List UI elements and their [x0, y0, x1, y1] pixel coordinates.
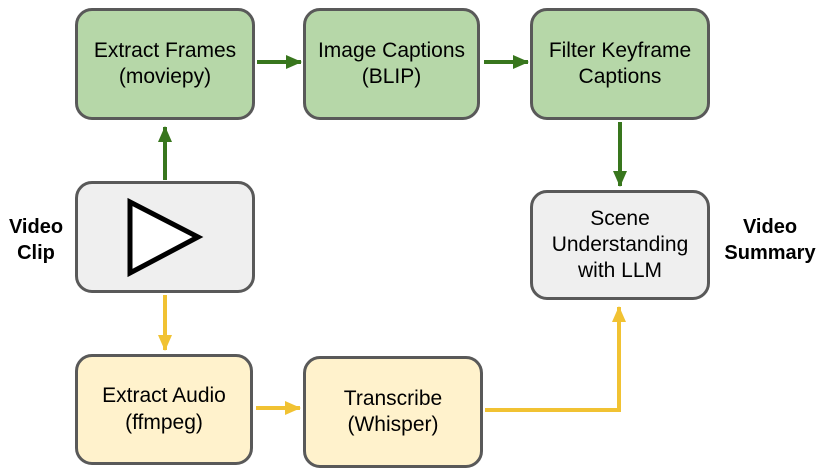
play-icon	[127, 197, 204, 278]
arrow-transcribe-to-scene-understanding	[485, 306, 626, 412]
video-summary-output-label: Video Summary	[724, 216, 816, 264]
node-transcribe-label: Transcribe (Whisper)	[343, 386, 443, 436]
node-filter-keyframe-captions: Filter Keyframe Captions	[530, 8, 710, 120]
node-transcribe: Transcribe (Whisper)	[303, 356, 483, 468]
node-image-captions-label: Image Captions (BLIP)	[317, 38, 466, 88]
node-extract-audio: Extract Audio (ffmpeg)	[75, 354, 253, 465]
node-scene-understanding-label: Scene Understanding with LLM	[551, 206, 689, 283]
node-extract-frames-label: Extract Frames (moviepy)	[93, 38, 237, 88]
node-extract-audio-label: Extract Audio (ffmpeg)	[102, 384, 226, 434]
node-filter-keyframe-captions-label: Filter Keyframe Captions	[548, 38, 692, 88]
node-extract-frames: Extract Frames (moviepy)	[75, 8, 255, 120]
node-video-clip	[75, 181, 255, 293]
node-image-captions: Image Captions (BLIP)	[303, 8, 480, 120]
node-scene-understanding: Scene Understanding with LLM	[530, 190, 710, 300]
video-clip-input-label: Video Clip	[8, 216, 64, 264]
